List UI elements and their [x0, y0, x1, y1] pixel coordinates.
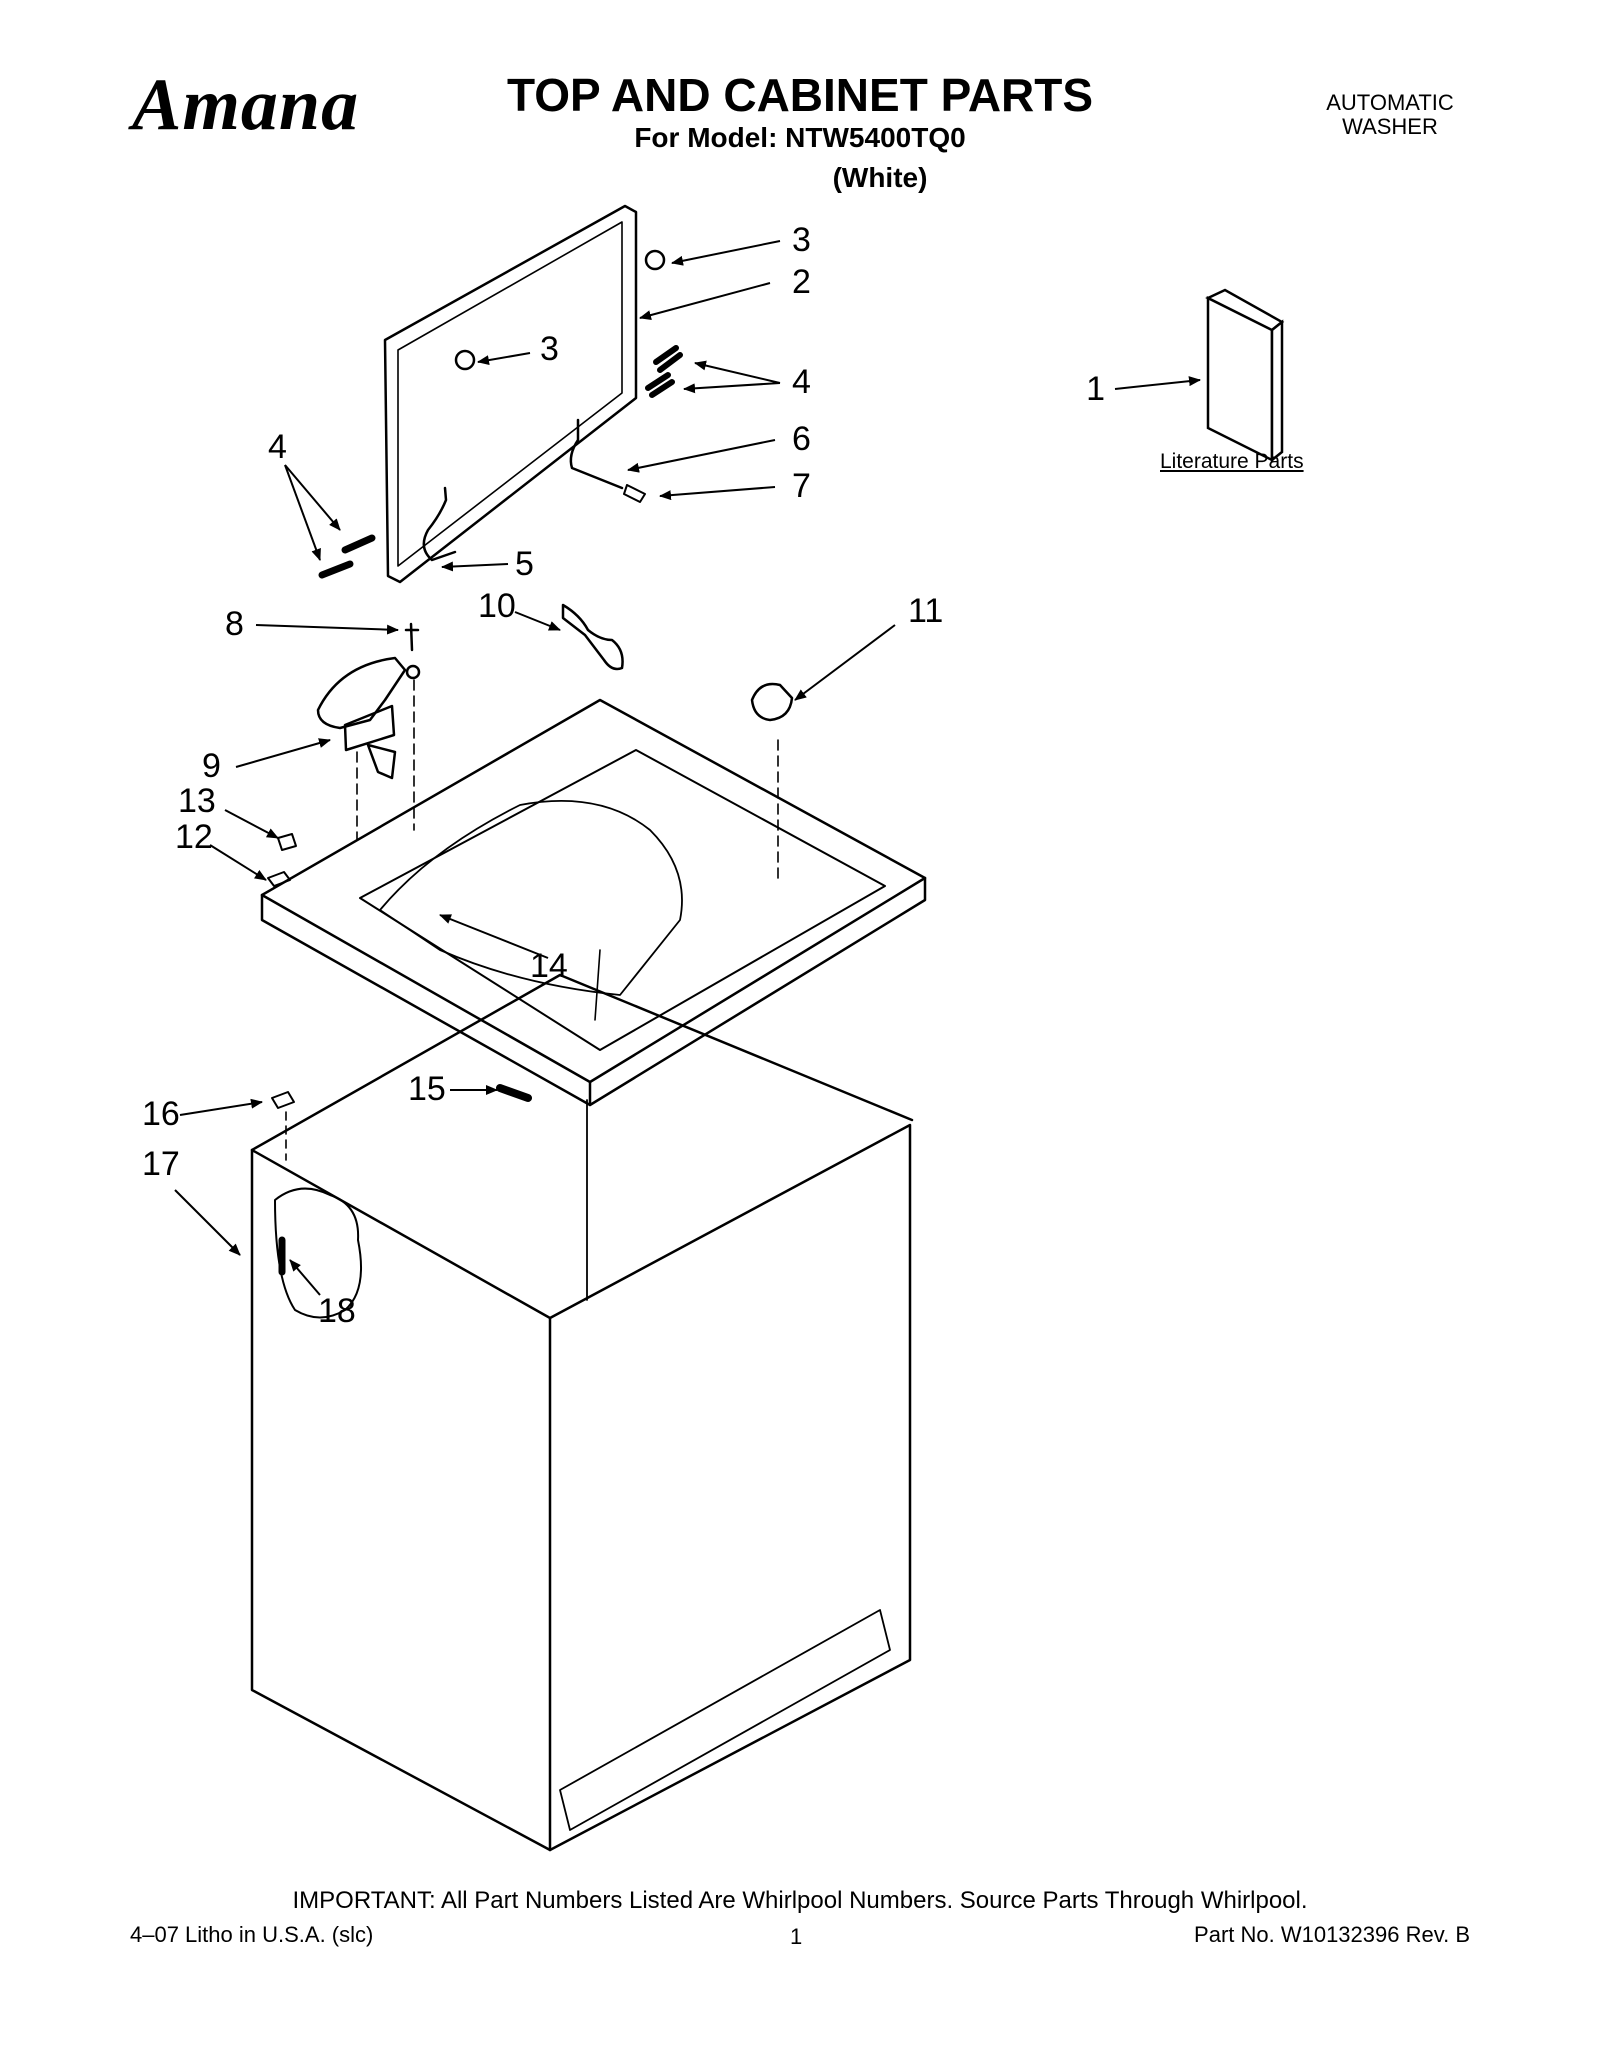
callout-16: 16 [142, 1095, 180, 1133]
callout-15: 15 [408, 1070, 446, 1108]
bumper-top-right [644, 249, 666, 271]
footer-litho: 4–07 Litho in U.S.A. (slc) [130, 1922, 374, 1947]
literature-parts-label: Literature Parts [1160, 450, 1304, 473]
cabinet-drawing [250, 973, 914, 1852]
bumper-top-left [454, 349, 476, 371]
callout-4-left: 4 [268, 428, 287, 466]
page-number: 1 [790, 1924, 803, 1949]
dispenser-cap-drawing [750, 682, 794, 722]
callout-17: 17 [142, 1145, 180, 1183]
callout-18: 18 [318, 1292, 356, 1330]
screws-upper-left [318, 534, 376, 579]
callout-9: 9 [202, 747, 221, 785]
footer-part-number: Part No. W10132396 Rev. B [1194, 1922, 1470, 1947]
hinge-rod-left [422, 486, 457, 562]
callout-14: 14 [530, 947, 568, 985]
callout-10: 10 [478, 587, 516, 625]
brand-logo: Amana [132, 64, 360, 146]
callout-5: 5 [515, 545, 534, 583]
callout-13: 13 [178, 782, 216, 820]
clamp-drawing [561, 603, 624, 671]
hinge-clip-drawing [623, 484, 646, 503]
callout-8: 8 [225, 605, 244, 643]
lid-frame-drawing [383, 204, 638, 584]
product-type-line1: AUTOMATIC [1326, 90, 1454, 115]
callout-6: 6 [792, 420, 811, 458]
model-color: (White) [832, 162, 928, 193]
callout-2: 2 [792, 263, 811, 301]
page-title: TOP AND CABINET PARTS [506, 69, 1094, 121]
bracket-12-drawing [267, 871, 291, 887]
product-type-line2: WASHER [1342, 114, 1438, 139]
cabinet-cutaway [274, 1187, 362, 1319]
literature-booklet-drawing [1205, 288, 1285, 463]
screws-upper-right [645, 345, 683, 398]
callout-1: 1 [1086, 370, 1105, 408]
model-line: For Model: NTW5400TQ0 [634, 122, 966, 153]
top-panel-drawing [260, 698, 927, 1107]
clip-16-drawing [271, 1091, 295, 1109]
callout-3-lower: 3 [540, 330, 559, 368]
callout-11: 11 [908, 592, 943, 630]
callout-7: 7 [792, 467, 811, 505]
callout-3-upper: 3 [792, 221, 811, 259]
callout-12: 12 [175, 818, 213, 856]
hinge-rod-right [569, 418, 624, 490]
lid-switch-drawing [316, 622, 421, 841]
bolt-15-drawing [496, 1084, 532, 1102]
callout-4-right: 4 [792, 363, 811, 401]
bracket-13-drawing [277, 833, 297, 851]
footer-important-note: IMPORTANT: All Part Numbers Listed Are W… [292, 1887, 1308, 1914]
